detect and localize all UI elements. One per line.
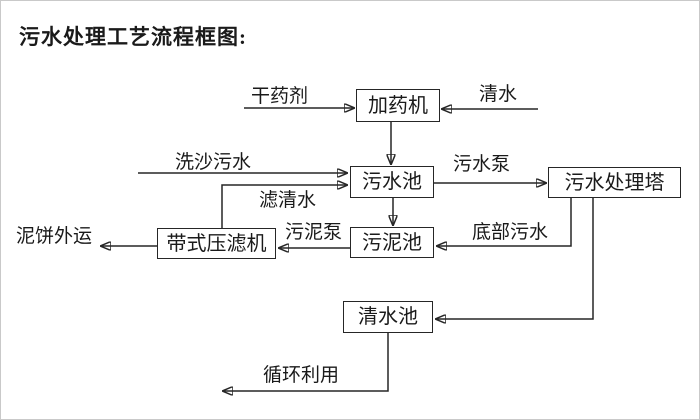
arrow-clean-water-pool-to-recycle: [223, 333, 389, 391]
label-recycling: 循环利用: [263, 365, 340, 386]
label-clean-water: 清水: [479, 84, 518, 105]
label-filtered-water: 滤清水: [259, 190, 317, 211]
arrow-filtered-water-to-sewage-pool: [221, 185, 347, 228]
node-sludge-pool: 污泥池: [350, 227, 434, 258]
arrow-tower-to-clean-water-pool: [436, 198, 594, 319]
node-clean-water-pool: 清水池: [343, 301, 433, 333]
node-sewage-pool: 污水池: [350, 166, 434, 198]
label-dry-chemical: 干药剂: [251, 86, 309, 107]
label-sand-washing-sewage: 洗沙污水: [175, 152, 252, 173]
label-sludge-pump: 污泥泵: [285, 222, 343, 243]
label-mud-cake-out: 泥饼外运: [16, 226, 93, 247]
label-sewage-pump: 污水泵: [453, 154, 511, 175]
label-bottom-sewage: 底部污水: [472, 222, 549, 243]
node-sewage-treatment-tower: 污水处理塔: [548, 167, 681, 198]
diagram-title: 污水处理工艺流程框图:: [19, 25, 247, 49]
node-dosing-machine: 加药机: [356, 89, 440, 122]
arrow-bottom-sewage-to-sludge-pool: [437, 198, 572, 246]
node-belt-filter-press: 带式压滤机: [157, 228, 276, 259]
